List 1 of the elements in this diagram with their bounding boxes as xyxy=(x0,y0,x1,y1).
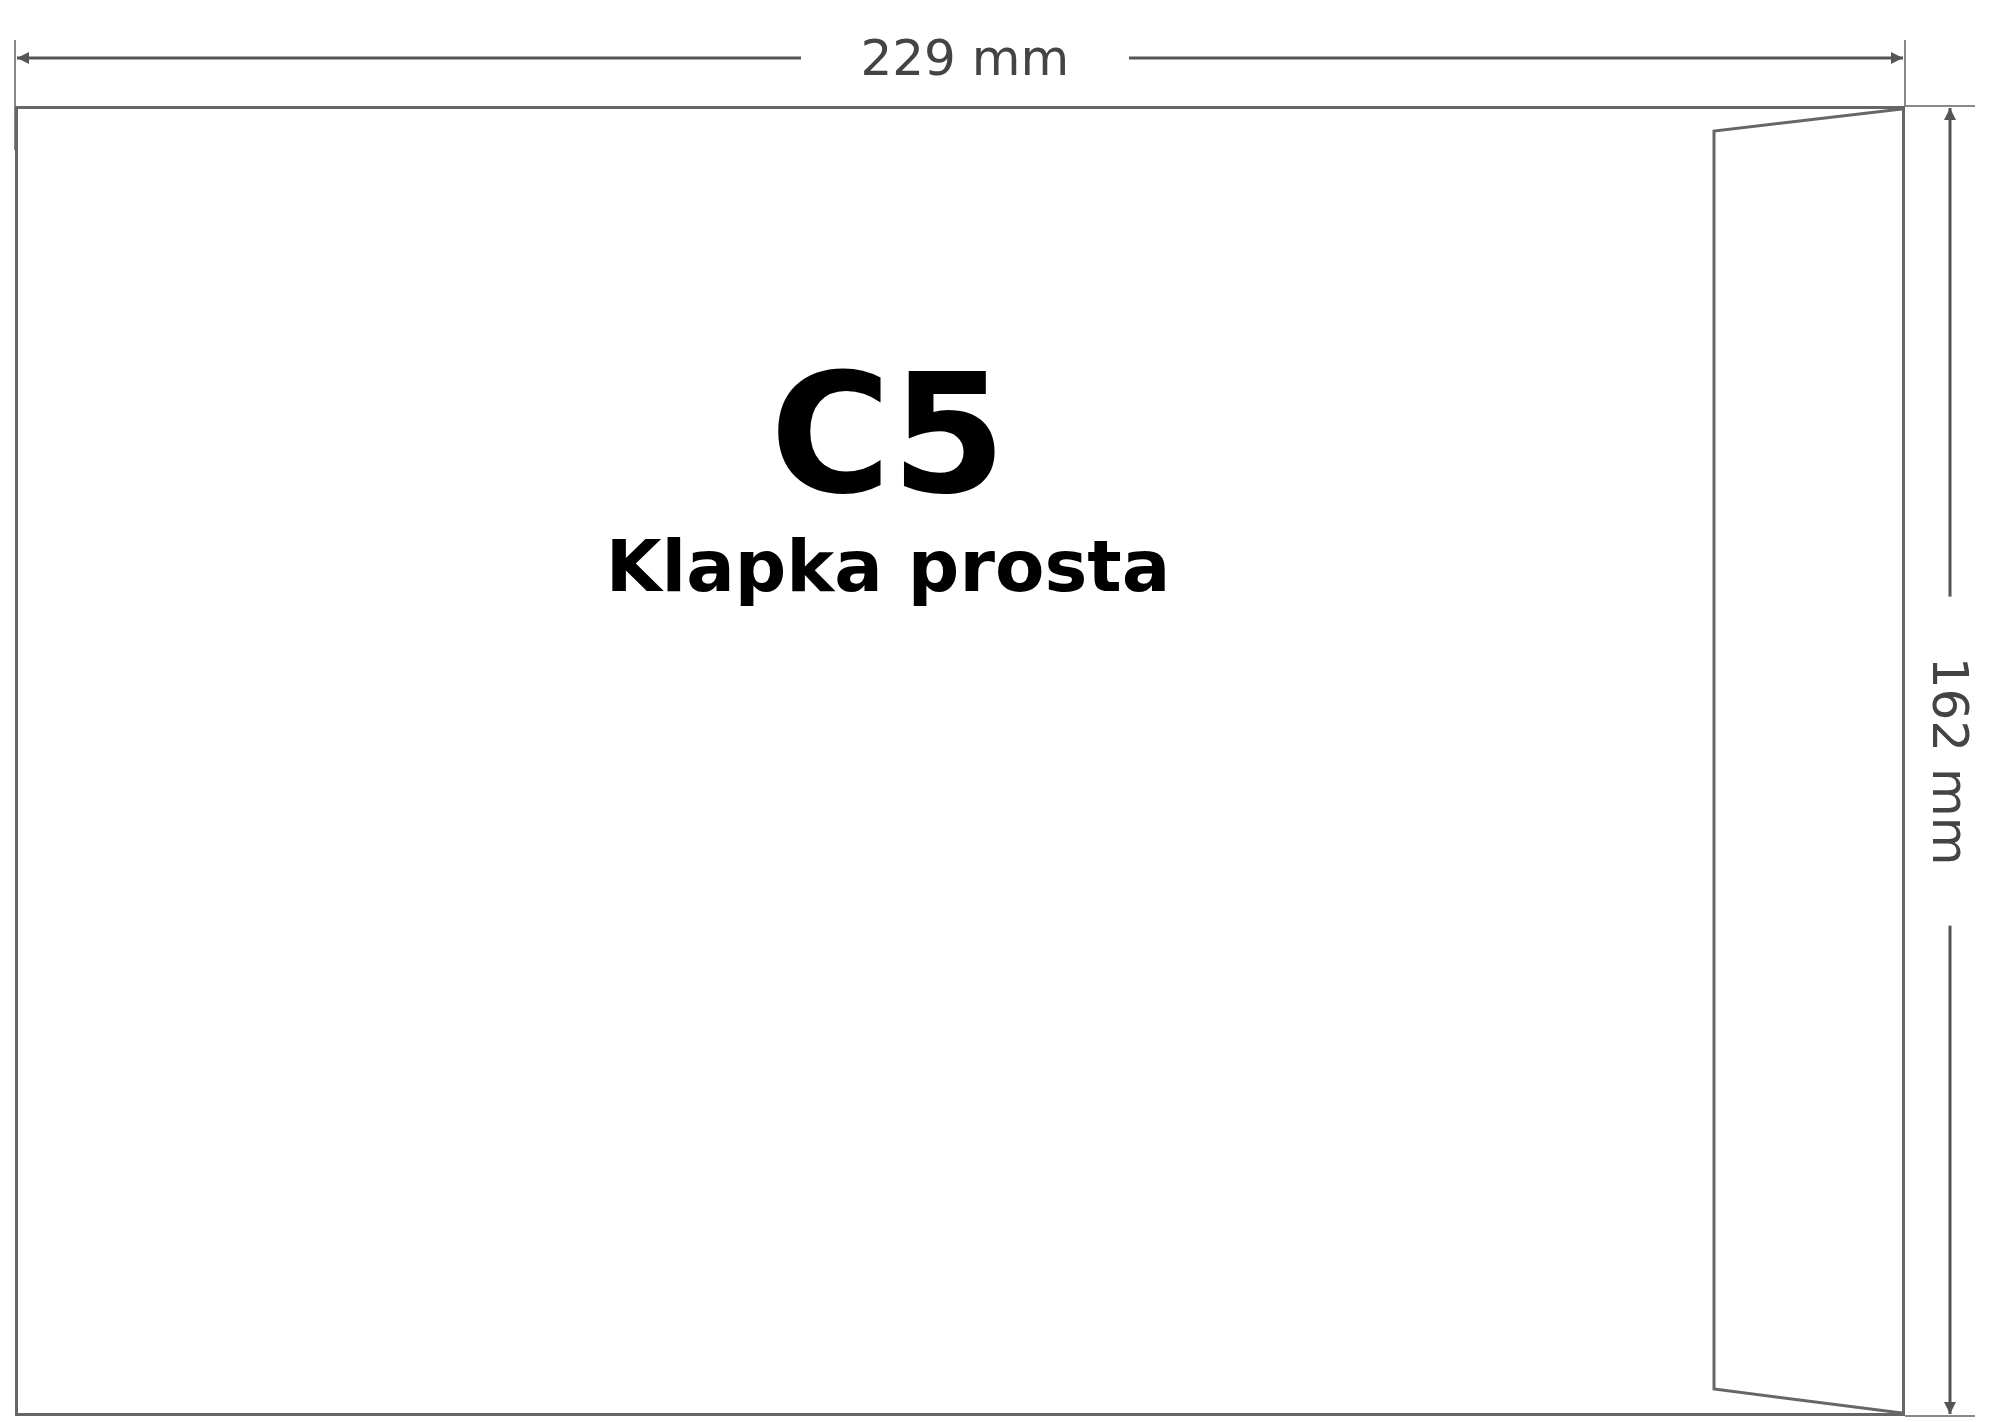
envelope-outline xyxy=(15,106,1905,1416)
